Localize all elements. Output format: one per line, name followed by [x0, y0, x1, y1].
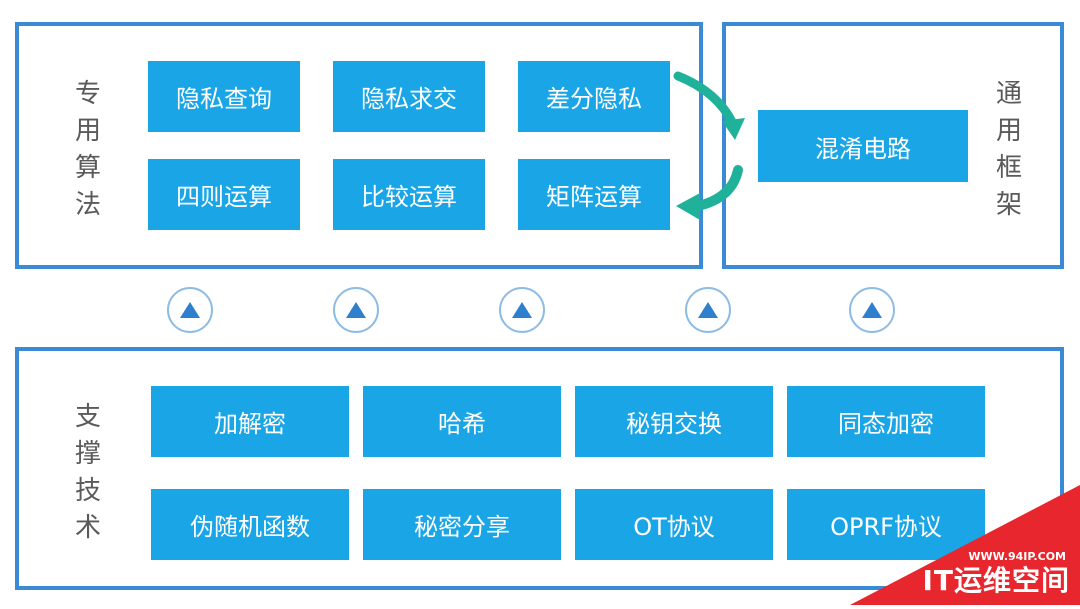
algo-box-arithmetic: 四则运算	[148, 159, 300, 230]
watermark: WWW.94IP.COM IT运维空间	[850, 485, 1080, 605]
framework-box-garbled-circuit: 混淆电路	[758, 110, 968, 182]
support-box-encryption: 加解密	[151, 386, 349, 457]
algo-box-private-intersection: 隐私求交	[333, 61, 485, 132]
framework-label-char: 架	[996, 190, 1023, 220]
watermark-url: WWW.94IP.COM	[968, 550, 1066, 563]
algorithms-label: 专 用 算 法	[75, 76, 101, 224]
algorithms-label-char: 用	[75, 116, 102, 146]
watermark-name: IT运维空间	[922, 564, 1070, 597]
up-triangle-icon	[167, 287, 213, 333]
support-label-char: 撑	[75, 439, 102, 469]
algorithms-label-char: 法	[75, 190, 102, 220]
support-label-char: 技	[75, 476, 102, 506]
support-box-key-exchange: 秘钥交换	[575, 386, 773, 457]
algo-box-private-query: 隐私查询	[148, 61, 300, 132]
framework-label-char: 用	[996, 116, 1023, 146]
watermark-triangle-icon	[850, 485, 1080, 605]
support-label: 支 撑 技 术	[75, 399, 101, 547]
framework-label: 通 用 框 架	[996, 76, 1022, 224]
arrow-to-framework-icon	[673, 71, 745, 140]
algo-box-differential-privacy: 差分隐私	[518, 61, 670, 132]
support-box-homomorphic: 同态加密	[787, 386, 985, 457]
support-box-secret-sharing: 秘密分享	[363, 489, 561, 560]
algorithms-label-char: 专	[75, 79, 102, 109]
up-triangle-icon	[685, 287, 731, 333]
support-label-char: 术	[75, 513, 102, 543]
algo-box-matrix: 矩阵运算	[518, 159, 670, 230]
support-box-ot: OT协议	[575, 489, 773, 560]
up-triangle-icon	[849, 287, 895, 333]
algorithms-label-char: 算	[75, 153, 102, 183]
support-box-hash: 哈希	[363, 386, 561, 457]
framework-label-char: 框	[996, 153, 1023, 183]
support-box-oprf: OPRF协议	[787, 489, 985, 560]
arrow-to-algorithms-icon	[676, 165, 743, 220]
framework-label-char: 通	[996, 79, 1023, 109]
up-triangle-icon	[499, 287, 545, 333]
support-label-char: 支	[75, 402, 102, 432]
algo-box-comparison: 比较运算	[333, 159, 485, 230]
up-triangle-icon	[333, 287, 379, 333]
support-box-prf: 伪随机函数	[151, 489, 349, 560]
